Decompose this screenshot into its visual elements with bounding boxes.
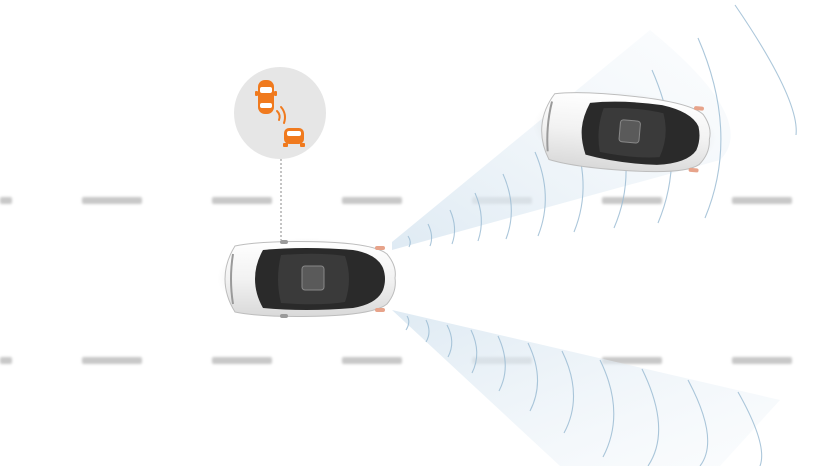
lane-divider-bottom xyxy=(0,357,792,364)
warning-bubble-icon xyxy=(234,67,326,240)
lane-divider-top xyxy=(0,197,792,204)
warning-car-icon xyxy=(255,80,277,114)
adjacent-car-icon xyxy=(532,91,717,173)
warning-car-rear-icon xyxy=(283,128,305,147)
ego-car-icon xyxy=(217,238,397,318)
rear-radar-beam xyxy=(392,310,780,466)
signal-waves-icon xyxy=(276,106,286,124)
